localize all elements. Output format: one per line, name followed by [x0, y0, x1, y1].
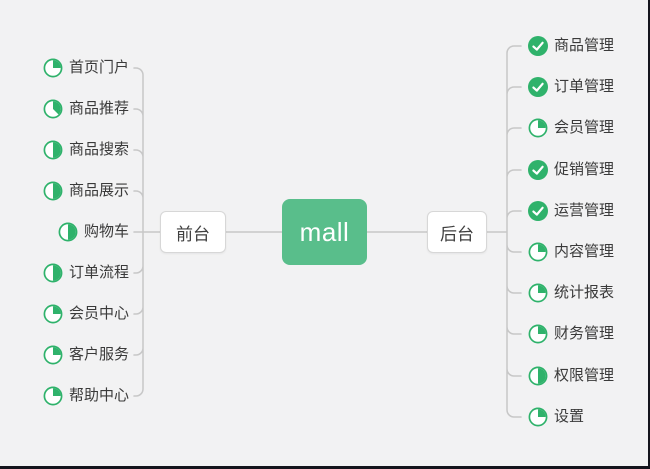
mindmap-item[interactable]: 内容管理	[528, 241, 614, 263]
progress-quarter-icon	[43, 345, 63, 365]
check-done-icon	[528, 77, 548, 97]
root-node-mall[interactable]: mall	[282, 199, 367, 265]
progress-quarter-icon	[43, 386, 63, 406]
mindmap-item[interactable]: 商品管理	[528, 35, 614, 57]
item-label: 商品推荐	[68, 100, 129, 117]
progress-quarter-icon	[43, 304, 63, 324]
check-done-icon	[528, 201, 548, 221]
mindmap-item[interactable]: 会员中心	[43, 303, 129, 325]
progress-half-icon	[43, 181, 63, 201]
item-label: 首页门户	[68, 59, 129, 76]
mindmap-item[interactable]: 商品推荐	[43, 98, 129, 120]
mindmap-item[interactable]: 订单流程	[43, 262, 129, 284]
item-label: 财务管理	[554, 325, 615, 342]
progress-quarter-icon	[528, 283, 548, 303]
mindmap-item[interactable]: 设置	[528, 406, 584, 428]
progress-quarter-icon	[43, 58, 63, 78]
item-label: 权限管理	[554, 367, 615, 384]
mindmap-item[interactable]: 购物车	[58, 221, 129, 243]
check-done-icon	[528, 36, 548, 56]
item-label: 客户服务	[68, 346, 129, 363]
mindmap-item[interactable]: 统计报表	[528, 282, 614, 304]
item-label: 会员中心	[68, 305, 129, 322]
item-label: 运营管理	[554, 202, 615, 219]
branch-node-backend[interactable]: 后台	[427, 211, 487, 253]
progress-quarter-icon	[528, 118, 548, 138]
item-label: 设置	[554, 408, 585, 425]
mindmap-item[interactable]: 商品展示	[43, 180, 129, 202]
progress-half-icon	[43, 140, 63, 160]
mindmap-item[interactable]: 订单管理	[528, 76, 614, 98]
mindmap-item[interactable]: 首页门户	[43, 57, 129, 79]
item-label: 订单管理	[554, 78, 615, 95]
progress-quarter-icon	[528, 242, 548, 262]
item-label: 购物车	[83, 223, 129, 240]
mindmap-item[interactable]: 商品搜索	[43, 139, 129, 161]
item-label: 商品管理	[554, 37, 615, 54]
mindmap-item[interactable]: 客户服务	[43, 344, 129, 366]
mindmap-item[interactable]: 会员管理	[528, 117, 614, 139]
progress-three-eighths-icon	[43, 99, 63, 119]
mindmap-item[interactable]: 财务管理	[528, 323, 614, 345]
progress-quarter-icon	[528, 324, 548, 344]
check-done-icon	[528, 160, 548, 180]
progress-half-icon	[58, 222, 78, 242]
item-label: 促销管理	[554, 161, 615, 178]
item-label: 商品展示	[68, 182, 129, 199]
mindmap-item[interactable]: 权限管理	[528, 365, 614, 387]
branch-node-frontend[interactable]: 前台	[160, 211, 226, 253]
item-label: 商品搜索	[68, 141, 129, 158]
item-label: 订单流程	[68, 264, 129, 281]
mindmap-item[interactable]: 运营管理	[528, 200, 614, 222]
item-label: 会员管理	[554, 119, 615, 136]
progress-quarter-icon	[528, 407, 548, 427]
item-label: 帮助中心	[68, 387, 129, 404]
mindmap-item[interactable]: 帮助中心	[43, 385, 129, 407]
item-label: 内容管理	[554, 243, 615, 260]
mindmap-item[interactable]: 促销管理	[528, 159, 614, 181]
progress-half-icon	[528, 366, 548, 386]
item-label: 统计报表	[554, 284, 615, 301]
progress-half-icon	[43, 263, 63, 283]
